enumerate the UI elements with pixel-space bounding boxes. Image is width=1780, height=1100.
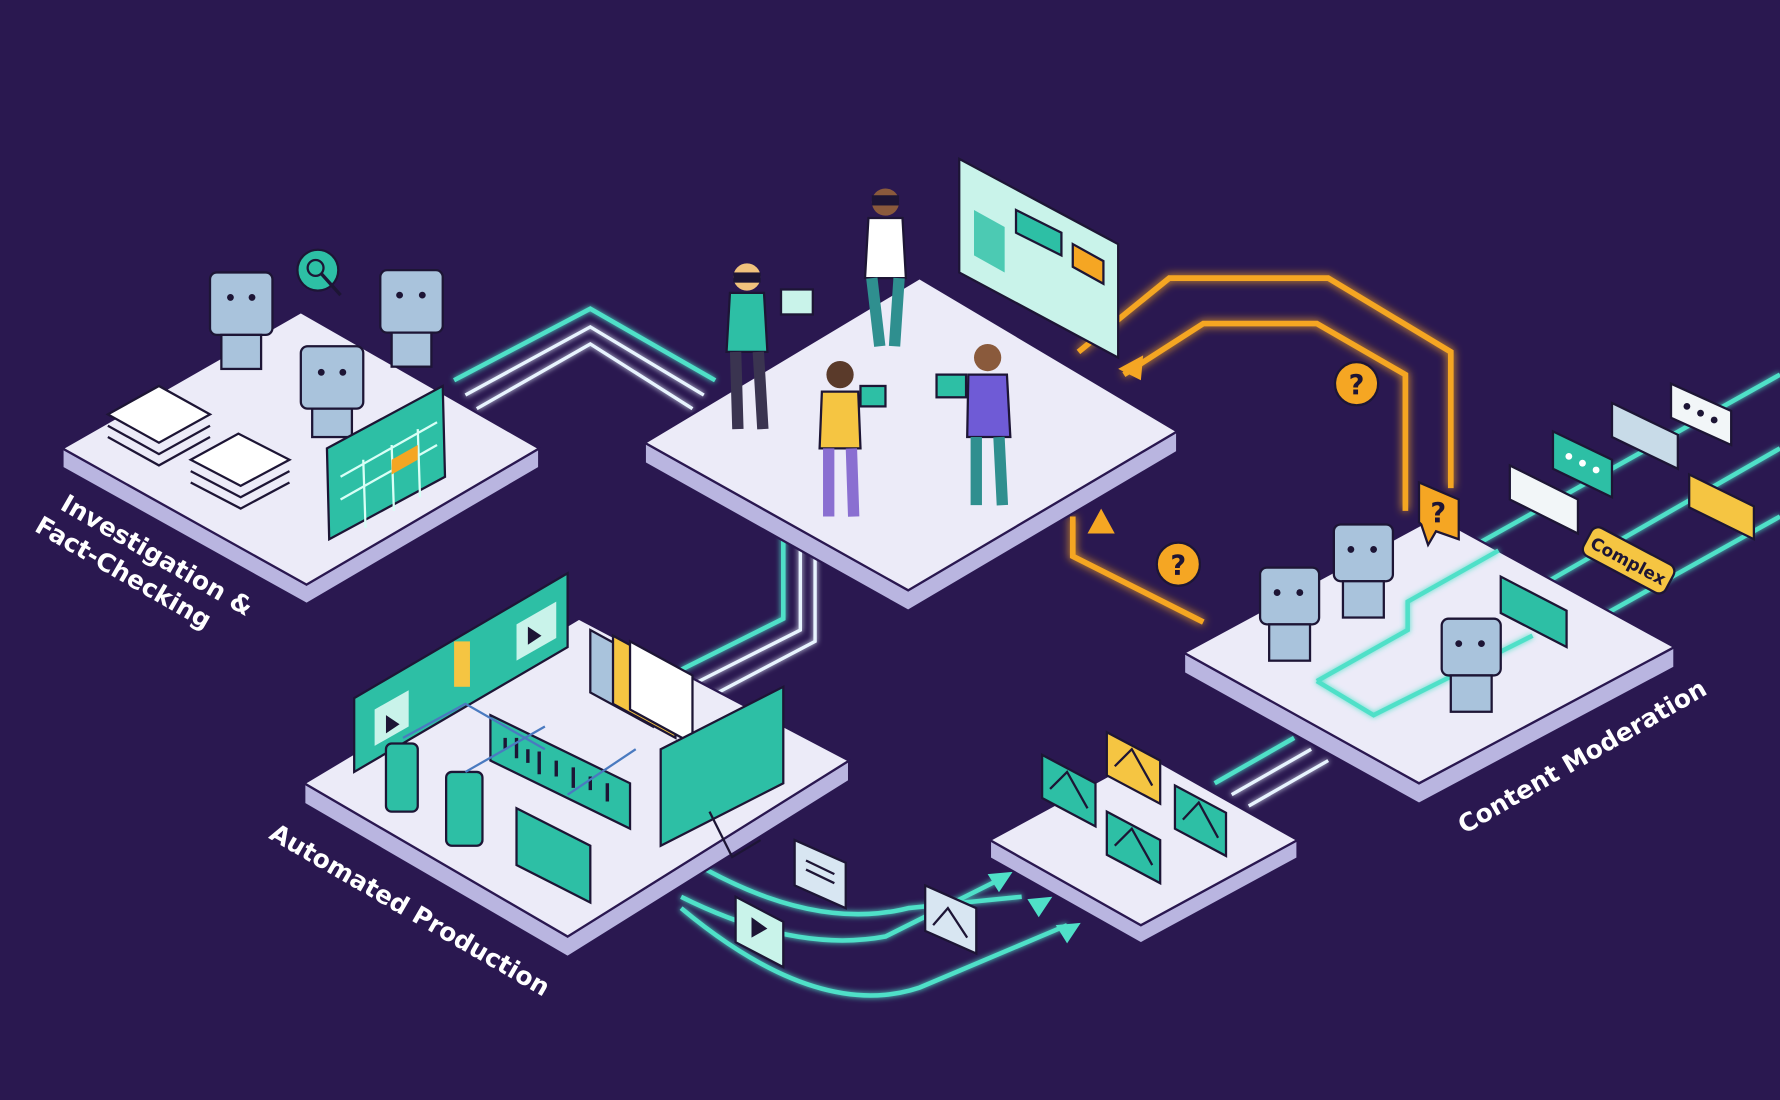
image-card-icon bbox=[924, 883, 978, 956]
chat-bubble-icon bbox=[1610, 401, 1679, 471]
image-bubble-icon bbox=[1040, 753, 1097, 829]
connector-investigation-to-hub bbox=[453, 306, 717, 411]
platform-automated-production bbox=[302, 571, 852, 959]
monitor-icon bbox=[659, 684, 785, 859]
chat-bubble-icon bbox=[1508, 463, 1580, 536]
question-bubble-icon: ? bbox=[1417, 480, 1460, 548]
question-icon: ? bbox=[1155, 541, 1202, 587]
person-tablet-icon bbox=[818, 360, 887, 517]
document-stack-icon bbox=[105, 384, 213, 467]
arrow-icon bbox=[987, 871, 1013, 893]
typing-bubble-icon bbox=[1551, 429, 1614, 500]
arrow-icon bbox=[1055, 922, 1081, 944]
question-mark: ? bbox=[1349, 370, 1365, 401]
platform-media-distribution bbox=[987, 730, 1300, 945]
escalation-loop bbox=[1069, 275, 1454, 625]
typing-bubble-icon bbox=[1669, 381, 1733, 447]
waveform-icon bbox=[489, 713, 632, 831]
arrow-icon bbox=[1027, 896, 1053, 918]
person-vr-icon bbox=[725, 263, 814, 430]
robot-icon bbox=[1440, 617, 1502, 713]
phone-icon bbox=[444, 770, 484, 847]
connector-media-to-moderation bbox=[1213, 735, 1330, 808]
robot-icon bbox=[299, 345, 365, 439]
document-stack-icon bbox=[188, 432, 292, 510]
flagged-bubble-icon bbox=[1688, 472, 1756, 542]
robot-icon bbox=[1258, 566, 1321, 662]
arrow-icon bbox=[1087, 508, 1115, 534]
connector-production-to-media bbox=[679, 866, 1081, 998]
spreadsheet-icon bbox=[325, 384, 447, 542]
platform-content-moderation bbox=[1181, 515, 1677, 806]
film-strip-icon bbox=[353, 571, 569, 774]
chat-bubble-icon bbox=[1499, 574, 1568, 649]
robot-icon bbox=[379, 269, 444, 368]
image-bubble-icon bbox=[1105, 730, 1162, 806]
document-card-icon bbox=[793, 838, 847, 910]
connector-hub-to-production bbox=[680, 533, 817, 699]
question-icon: ? bbox=[1333, 360, 1380, 407]
magnifier-icon bbox=[296, 248, 342, 297]
play-icon bbox=[734, 894, 785, 970]
wire bbox=[402, 702, 637, 796]
question-mark: ? bbox=[1430, 498, 1446, 529]
phone-icon bbox=[384, 742, 419, 813]
question-mark: ? bbox=[1170, 550, 1186, 581]
platform-collaboration-hub bbox=[642, 157, 1180, 613]
tablet-icon bbox=[515, 806, 592, 905]
dashboard-icon bbox=[958, 157, 1120, 360]
arrow-icon bbox=[1118, 355, 1144, 381]
image-bubble-icon bbox=[1105, 809, 1162, 886]
robot-icon bbox=[208, 271, 274, 371]
person-vr-icon bbox=[863, 188, 908, 347]
person-tablet-icon bbox=[935, 343, 1012, 506]
platform-investigation bbox=[60, 248, 542, 606]
image-bubble-icon bbox=[1173, 783, 1228, 858]
document-stack-icon bbox=[589, 628, 694, 746]
robot-icon bbox=[1332, 523, 1395, 619]
